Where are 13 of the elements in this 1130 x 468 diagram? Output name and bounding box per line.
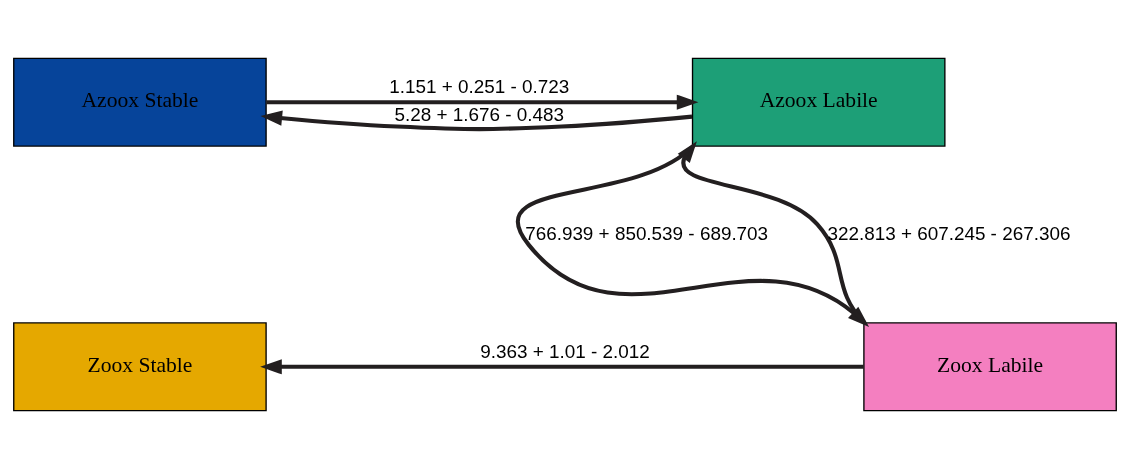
edge-label: 5.28 + 1.676 - 0.483	[394, 103, 565, 125]
edge-label: 766.939 + 850.539 - 689.703	[525, 221, 769, 243]
edge-label: 1.151 + 0.251 - 0.723	[389, 75, 570, 97]
node-box: Azoox Stable	[13, 57, 267, 147]
node-box: Azoox Labile	[691, 57, 946, 147]
node-box: Zoox Labile	[863, 321, 1117, 411]
arrow	[260, 110, 693, 131]
arrow	[266, 94, 699, 110]
arrow	[260, 358, 864, 374]
arrow	[677, 140, 867, 324]
edge-label: 322.813 + 607.245 - 267.306	[827, 221, 1071, 243]
edge-label: 9.363 + 1.01 - 2.012	[480, 340, 650, 362]
node-box: Zoox Stable	[13, 321, 267, 411]
